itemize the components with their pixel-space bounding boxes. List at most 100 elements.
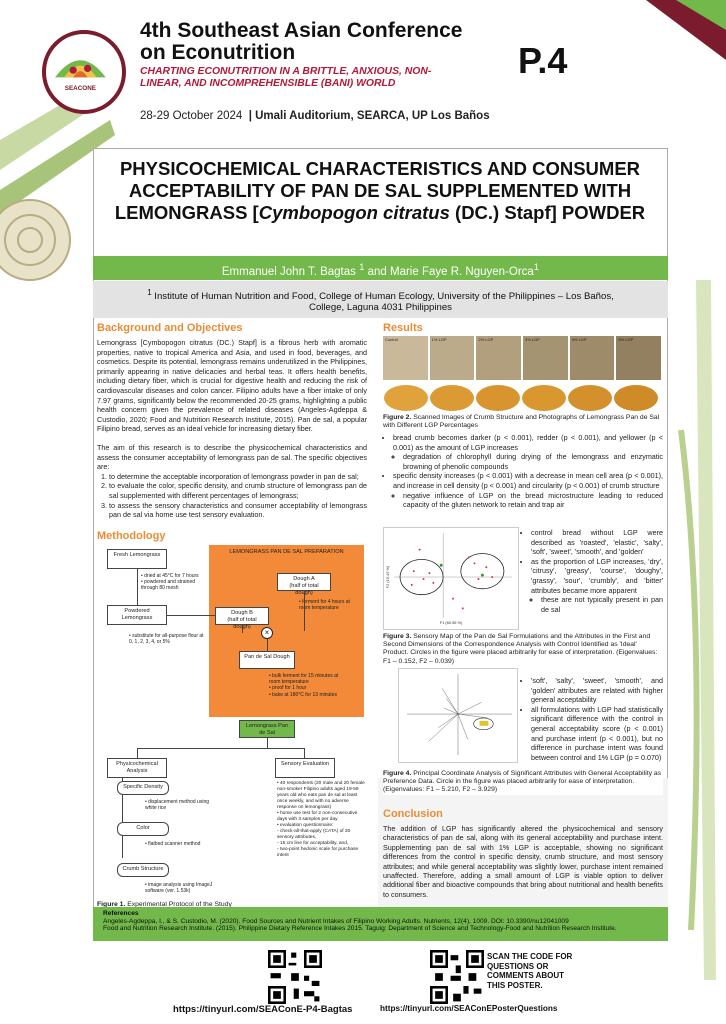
physicochemical-analysis-box: Physicochemical Analysis — [107, 758, 167, 778]
dough-a-box: Dough A (half of total dough) — [277, 573, 331, 596]
authors-bar: Emmanuel John T. Bagtas 1 and Marie Faye… — [93, 256, 668, 280]
figure-3-caption: Figure 3. Sensory Map of the Pan de Sal … — [383, 633, 663, 666]
references-heading: References — [103, 910, 139, 917]
color-note: • flatbed scanner method — [145, 841, 201, 847]
specific-density-note: • displacement method using white rice — [145, 799, 210, 812]
crumb-label-0: Control — [385, 337, 398, 342]
fresh-lemongrass-box: Fresh Lemongrass — [107, 549, 167, 569]
conference-logo: SEACONE — [42, 30, 126, 114]
poster-link[interactable]: https://tinyurl.com/SEAConE-P4-Bagtas — [173, 1004, 353, 1015]
poster-title: PHYSICOCHEMICAL CHARACTERISTICS AND CONS… — [110, 158, 650, 224]
result-4: as the proportion of LGP increases, 'dry… — [531, 557, 663, 595]
crumb-note: • image analysis using ImageJ software (… — [145, 882, 213, 895]
questions-link[interactable]: https://tinyurl.com/SEAConEPosterQuestio… — [380, 1004, 558, 1013]
color-box: Color — [117, 822, 169, 836]
author-1-affil: 1 — [359, 262, 365, 273]
lemongrass-decoration-right — [678, 280, 716, 980]
conference-title: 4th Southeast Asian Conference on Econut… — [140, 19, 463, 64]
conclusion-text: The addition of LGP has significantly al… — [383, 824, 663, 899]
results-list-1: bread crumb becomes darker (p < 0.001), … — [383, 433, 663, 510]
conference-date-venue: 28-29 October 2024 | Umali Auditorium, S… — [140, 110, 500, 122]
qr-code-questions[interactable] — [430, 950, 484, 1004]
specific-density-box: Specific Density — [117, 781, 169, 795]
crumb-structure-box: Crumb Structure — [117, 863, 169, 877]
reference-2: Food and Nutrition Research Institute. (… — [103, 925, 617, 933]
sensory-notes: • 40 respondents (20 male and 20 female … — [277, 781, 365, 858]
lemongrass-pan-de-sal-box: Lemongrass Pan de Sal — [239, 720, 295, 738]
result-6: all formulations with LGP had statistica… — [531, 705, 663, 763]
dough-notes: • bulk ferment for 15 minutes at room te… — [269, 673, 339, 698]
powdered-notes: • substitute for all-purpose flour at 0,… — [129, 633, 204, 646]
references-bar: References Angeles-Agdeppa, I., & S. Cus… — [93, 907, 668, 941]
title-text-1: PHYSICOCHEMICAL CHARACTERISTICS AND CONS… — [114, 158, 641, 223]
conference-date: 28-29 October 2024 — [140, 110, 243, 122]
objective-1: to determine the acceptable incorporatio… — [109, 472, 367, 482]
result-1: bread crumb becomes darker (p < 0.001), … — [393, 433, 663, 452]
crumb-label-3: 3% LGP — [525, 337, 540, 342]
result-2: specific density increases (p < 0.001) w… — [393, 471, 663, 490]
figure-1-text: Experimental Protocol of the Study — [125, 901, 232, 908]
background-heading: Background and Objectives — [97, 322, 243, 334]
objective-3: to assess the sensory characteristics an… — [109, 501, 367, 520]
conclusion-heading: Conclusion — [383, 808, 443, 820]
affil-line-1: Institute of Human Nutrition and Food, C… — [151, 291, 614, 303]
methodology-heading: Methodology — [97, 530, 166, 542]
pan-de-sal-dough-box: Pan de Sal Dough — [239, 651, 295, 669]
result-2a: negative influence of LGP on the bread m… — [403, 491, 663, 510]
result-1a: degradation of chlorophyll during drying… — [403, 452, 663, 471]
sensory-evaluation-box: Sensory Evaluation — [275, 758, 335, 778]
dough-b-box: Dough B (half of total dough) — [215, 607, 269, 630]
conference-subtitle: CHARTING ECONUTRITION IN A BRITTLE, ANXI… — [140, 66, 432, 89]
map1-xlabel: F1 (80.55 %) — [440, 620, 463, 625]
crumb-label-2: 2% LGP — [478, 337, 494, 342]
qr-code-poster[interactable] — [268, 950, 322, 1004]
title-species: Cymbopogon citratus — [258, 202, 450, 223]
corner-decoration-topright — [646, 0, 726, 60]
background-para-2: The aim of this research is to describe … — [97, 442, 367, 472]
combine-icon: × — [261, 627, 273, 639]
crumb-5: 5% LGP — [616, 336, 662, 380]
figure-2-label: Figure 2. — [383, 414, 412, 421]
powdered-lemongrass-box: Powdered Lemongrass — [107, 605, 167, 625]
title-text-2: (DC.) Stapf] POWDER — [449, 202, 646, 223]
author-2: Marie Faye R. Nguyen-Orca — [390, 265, 534, 278]
sensory-map-chart: F1 (80.55 %) F2 (19.45 %) — [383, 527, 519, 630]
figure-4-label: Figure 4. — [383, 770, 412, 777]
conference-venue: | Umali Auditorium, SEARCA, UP Los Baños — [248, 110, 490, 122]
figure-1-label: Figure 1. — [97, 901, 126, 908]
figure-2-text: Scanned Images of Crumb Structure and Ph… — [383, 414, 660, 430]
crumb-3: 3% LGP — [523, 336, 568, 380]
background-text: Lemongrass [Cymbopogon citratus (DC.) St… — [97, 338, 367, 520]
conclusion-panel — [378, 778, 668, 908]
affil-line-2: College, Laguna 4031 Philippines — [309, 302, 452, 314]
map1-ylabel: F2 (19.45 %) — [385, 565, 390, 588]
results-list-2: control bread without LGP were described… — [521, 528, 663, 614]
results-heading: Results — [383, 322, 423, 334]
result-5: 'soft', 'salty', 'sweet', 'smooth', and … — [531, 676, 663, 705]
affiliation-bar: 1 Institute of Human Nutrition and Food,… — [93, 281, 668, 318]
scan-instruction: SCAN THE CODE FOR QUESTIONS OR COMMENTS … — [487, 952, 573, 990]
crumb-label-5: 5% LGP — [618, 337, 634, 342]
crumb-label-1: 1% LGP — [431, 337, 447, 342]
coordinate-analysis-chart — [398, 668, 518, 763]
crumb-control: Control — [383, 336, 428, 380]
prep-title: LEMONGRASS PAN DE SAL PREPARATION — [229, 549, 344, 555]
figure-3-label: Figure 3. — [383, 633, 412, 640]
figure-1-caption: Figure 1. Experimental Protocol of the S… — [97, 901, 232, 909]
bread-photos — [384, 385, 658, 411]
figure-2-caption: Figure 2. Scanned Images of Crumb Struct… — [383, 414, 663, 430]
dough-a-note: • ferment for 4 hours at room temperatur… — [299, 599, 350, 612]
affil-mark: 1 — [147, 288, 152, 297]
background-para-1: Lemongrass [Cymbopogon citratus (DC.) St… — [97, 338, 367, 434]
objective-2: to evaluate the color, specific density,… — [109, 481, 367, 500]
crumb-2: 2% LGP — [476, 336, 522, 380]
crumb-4: 4% LGP — [569, 336, 615, 380]
poster-number: P.4 — [518, 40, 568, 81]
logo-text: SEACONE — [65, 85, 96, 92]
author-1: Emmanuel John T. Bagtas — [221, 265, 356, 278]
results-list-3: 'soft', 'salty', 'sweet', 'smooth', and … — [521, 676, 663, 762]
figure-4-caption: Figure 4. Principal Coordinate Analysis … — [383, 770, 663, 795]
crumb-images: Control 1% LGP 2% LGP 3% LGP 4% LGP 5% L… — [383, 336, 662, 380]
reference-1: Angeles-Agdeppa, I., & S. Custodio, M. (… — [103, 917, 569, 925]
figure-4-text: Principal Coordinate Analysis of Signifi… — [383, 770, 662, 794]
